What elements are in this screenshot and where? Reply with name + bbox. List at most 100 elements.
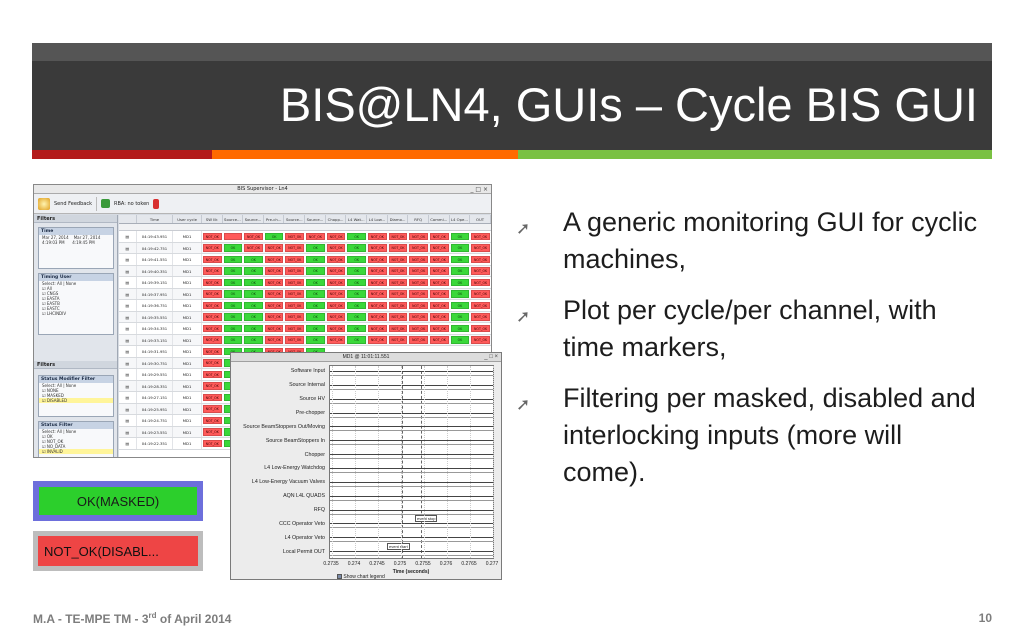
column-header[interactable]: Chopp... [326, 215, 347, 223]
checkbox-icon[interactable] [337, 574, 342, 579]
column-header[interactable]: OUT [470, 215, 491, 223]
channel-plot[interactable]: event stop event start [329, 365, 494, 559]
row-user-cycle: MD1 [173, 346, 202, 357]
status-cell: OK [306, 278, 325, 286]
row-time: 04:19:30.751 [137, 357, 174, 368]
row-detail-icon[interactable]: ▤ [119, 380, 137, 391]
status-list: ☑ OK☑ NOT_OK☑ NO_DATA☑ INVALID [39, 434, 113, 454]
column-header[interactable]: Source... [243, 215, 264, 223]
column-header[interactable]: L4 Low... [367, 215, 388, 223]
checkbox-item[interactable]: ☑ OK [42, 434, 53, 439]
column-header[interactable]: Source... [305, 215, 326, 223]
channel-label: L4 Low-Energy Watchdog [264, 465, 325, 472]
supervisor-titlebar: BIS Supervisor - Ln4 _ □ × [34, 185, 491, 194]
status-cell: NOT_OK [264, 255, 284, 263]
row-detail-icon[interactable]: ▤ [119, 265, 137, 276]
rba-token-label[interactable]: RBA: no token [114, 200, 150, 207]
row-detail-icon[interactable]: ▤ [119, 357, 137, 368]
status-cell: NOT_OK [388, 290, 408, 298]
checkbox-item[interactable]: ☑ INVALID [39, 449, 113, 454]
timing-select-links[interactable]: Select: All | None [42, 281, 77, 286]
checkbox-item[interactable]: ☑ All [42, 286, 52, 291]
row-detail-icon[interactable]: ▤ [119, 311, 137, 322]
row-detail-icon[interactable]: ▤ [119, 415, 137, 426]
row-detail-icon[interactable]: ▤ [119, 346, 137, 357]
column-header[interactable] [119, 215, 137, 223]
status-cell: NOT_OK [202, 336, 222, 344]
checkbox-item[interactable]: ☑ LHCINDIV [42, 311, 67, 316]
column-header[interactable]: RFQ [408, 215, 429, 223]
row-detail-icon[interactable]: ▤ [119, 242, 137, 253]
checkbox-item[interactable]: ☑ MASKED [42, 393, 64, 398]
column-header[interactable]: Source... [284, 215, 306, 223]
window-controls[interactable]: _ □ × [470, 186, 488, 193]
row-detail-icon[interactable]: ▤ [119, 334, 137, 345]
column-header[interactable]: Source... [223, 215, 244, 223]
status-cell: OK [347, 267, 367, 275]
column-header[interactable]: SW Ilk [202, 215, 223, 223]
bis-supervisor-window: BIS Supervisor - Ln4 _ □ × Send Feedback… [33, 184, 492, 458]
column-header[interactable]: Time [137, 215, 174, 223]
row-time: 04:19:36.751 [137, 300, 174, 311]
status-cell: OK [244, 290, 263, 298]
column-header[interactable]: User cycle [173, 215, 202, 223]
row-detail-icon[interactable]: ▤ [119, 288, 137, 299]
row-detail-icon[interactable]: ▤ [119, 254, 137, 265]
status-icon[interactable] [101, 199, 110, 208]
column-header[interactable]: Diamo... [388, 215, 409, 223]
title-band: BIS@LN4, GUIs – Cycle BIS GUI [32, 61, 992, 150]
timing-user-title: Timing User [39, 274, 113, 281]
send-feedback-button[interactable]: Send Feedback [54, 200, 92, 207]
time-from-time[interactable]: 4:19:03 PM 4:19:45 PM [42, 240, 95, 245]
checkbox-item[interactable]: ☑ NONE [42, 388, 59, 393]
row-detail-icon[interactable]: ▤ [119, 438, 137, 449]
filters-heading: Filters [34, 215, 117, 223]
checkbox-item[interactable]: ☑ CNGS [42, 291, 59, 296]
status-select-links[interactable]: Select: All | None [42, 429, 77, 434]
row-detail-icon[interactable]: ▤ [119, 277, 137, 288]
row-detail-icon[interactable]: ▤ [119, 392, 137, 403]
checkbox-item[interactable]: ☑ EASTB [42, 301, 60, 306]
checkbox-item[interactable]: ☑ DISABLED [39, 398, 113, 403]
table-filter-row[interactable] [119, 224, 491, 231]
plot-window-controls[interactable]: _ □ × [484, 354, 498, 360]
row-detail-icon[interactable]: ▤ [119, 231, 137, 242]
modifier-select-links[interactable]: Select: All | None [42, 383, 77, 388]
status-cell: NOT_OK [388, 267, 408, 275]
arrow-icon: ➚ [516, 307, 531, 326]
row-detail-icon[interactable]: ▤ [119, 323, 137, 334]
status-cell: OK [223, 255, 243, 263]
time-marker[interactable] [402, 366, 403, 558]
checkbox-item[interactable]: ☑ NO_DATA [42, 444, 66, 449]
row-detail-icon[interactable]: ▤ [119, 300, 137, 311]
legend-toggle[interactable]: Show chart legend [337, 574, 385, 579]
status-cell: NOT_OK [429, 290, 449, 298]
column-header[interactable]: L4 Wat... [346, 215, 368, 223]
row-detail-icon[interactable]: ▤ [119, 426, 137, 437]
status-cell: OK [450, 278, 470, 286]
column-header[interactable]: Pre-ch... [264, 215, 285, 223]
row-detail-icon[interactable]: ▤ [119, 403, 137, 414]
checkbox-item[interactable]: ☑ NOT_OK [42, 439, 64, 444]
time-marker[interactable] [421, 366, 422, 558]
page-number: 10 [978, 611, 992, 625]
column-header[interactable]: Commi... [429, 215, 450, 223]
row-detail-icon[interactable]: ▤ [119, 369, 137, 380]
checkbox-item[interactable]: ☑ EASTC [42, 306, 60, 311]
column-header[interactable]: L4 Ope... [450, 215, 471, 223]
channel-baseline [330, 402, 493, 404]
feedback-icon[interactable] [38, 197, 50, 210]
checkbox-item[interactable]: ☑ EASTA [42, 296, 60, 301]
time-from-date[interactable]: Mar 27, 2014 Mar 27, 2014 [42, 235, 101, 240]
status-cell: NOT_OK [471, 244, 490, 252]
